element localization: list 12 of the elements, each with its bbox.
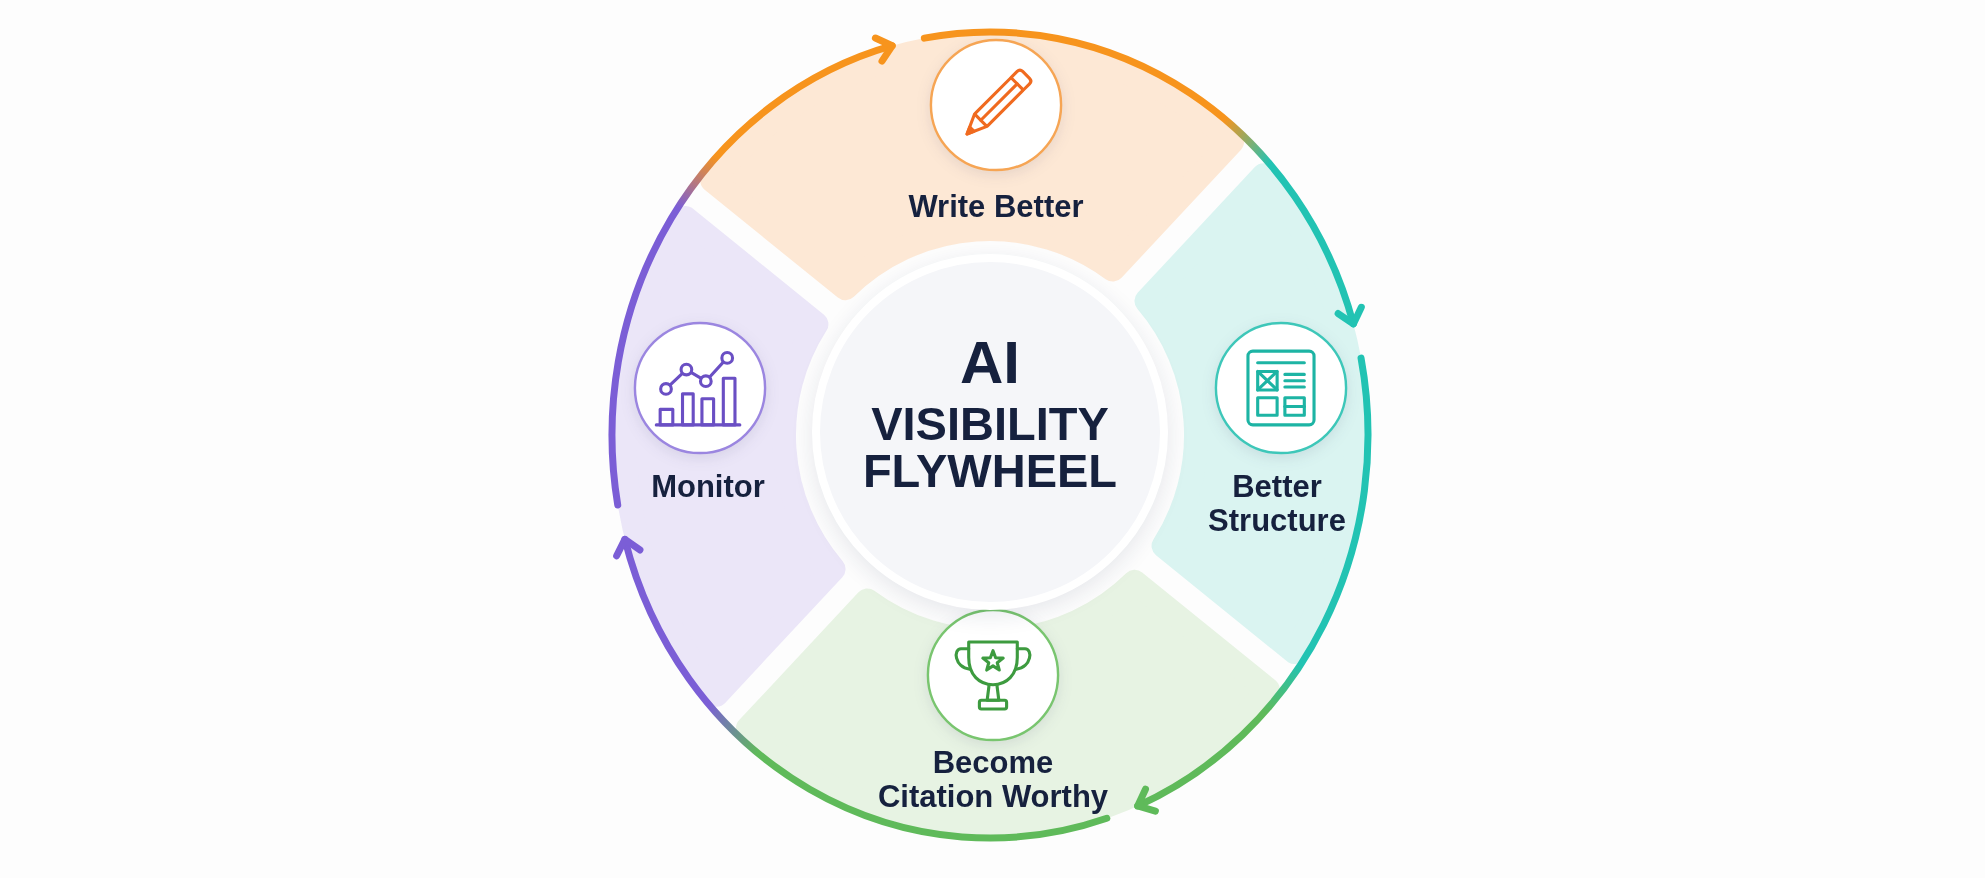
cycle-arrow xyxy=(1134,354,1371,814)
step-label: Monitor xyxy=(650,470,766,504)
step-segment xyxy=(612,206,846,707)
hub-title: AI xyxy=(959,333,1021,393)
step-label: Better Structure xyxy=(1207,470,1347,538)
cycle-arrow xyxy=(920,29,1364,328)
step-label: Write Better xyxy=(907,190,1085,224)
step-label: Become Citation Worthy xyxy=(876,746,1110,814)
step-segment xyxy=(735,569,1280,838)
cycle-arrow xyxy=(609,35,896,509)
cycle-arrow xyxy=(614,535,1111,841)
hub-title: VISIBILITY FLYWHEEL xyxy=(861,400,1119,494)
